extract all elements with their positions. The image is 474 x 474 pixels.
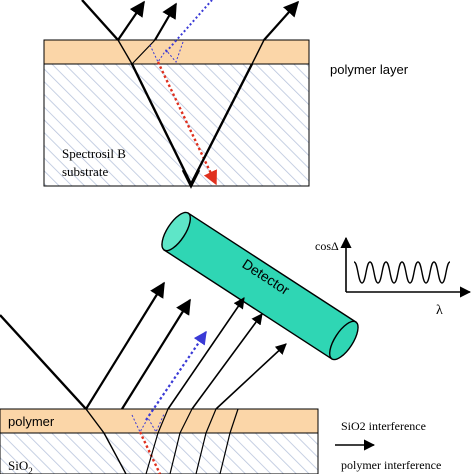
bottom-ray-2 xyxy=(121,298,191,410)
bottom-substrate-ray-h xyxy=(195,432,207,474)
top-substrate xyxy=(43,63,310,187)
bottom-substrate-ray-j xyxy=(229,408,239,434)
top-dotted-blue-zigzag xyxy=(149,41,184,64)
bottom-substrate-ray-i xyxy=(219,432,231,474)
bottom-panel: Detector polymer SiO2 xyxy=(0,211,359,474)
inset-plot: cosΔ λ xyxy=(315,236,472,318)
top-polymer-layer-label: polymer layer xyxy=(330,62,409,77)
bottom-ray-3 xyxy=(167,297,245,410)
top-bottom-arrowhead xyxy=(181,169,201,189)
top-reflected-ray-3 xyxy=(154,2,177,41)
top-incident-ray-2 xyxy=(117,39,133,65)
top-substrate-ray-exit xyxy=(251,39,265,65)
bottom-incident-ray xyxy=(0,314,87,410)
top-exit-ray xyxy=(263,0,300,41)
inset-y-label: cosΔ xyxy=(315,239,339,253)
top-substrate-label-line1: Spectrosil B xyxy=(62,146,126,161)
bottom-substrate xyxy=(0,432,319,474)
bottom-ray-5 xyxy=(215,343,287,410)
bottom-substrate-ray-a xyxy=(85,408,105,434)
top-substrate-ray-down xyxy=(130,63,193,185)
top-incident-ray-1 xyxy=(81,0,119,41)
inset-x-label: λ xyxy=(436,303,443,318)
top-panel: polymer layer Spectrosil B substrate xyxy=(43,0,409,189)
legend: SiO2 interference polymer interference xyxy=(335,419,441,472)
top-reflected-ray-1 xyxy=(117,0,145,41)
top-substrate-ray-up xyxy=(189,63,254,185)
bottom-polymer-label: polymer xyxy=(8,414,55,429)
top-polymer-layer xyxy=(43,39,310,65)
bottom-dotted-blue-zigzag xyxy=(131,413,165,434)
bottom-ray-1 xyxy=(85,281,165,410)
inset-oscillation-curve xyxy=(353,261,451,284)
bottom-polymer-layer xyxy=(0,408,319,434)
bottom-substrate-ray-b xyxy=(103,432,127,474)
detector: Detector xyxy=(161,211,359,361)
bottom-substrate-label-sub: 2 xyxy=(28,466,33,474)
top-reflected-ray-2 xyxy=(131,39,156,65)
bottom-substrate-label: SiO2 xyxy=(8,458,33,474)
bottom-substrate-ray-d xyxy=(179,408,193,434)
bottom-substrate-ray-e xyxy=(205,408,217,434)
top-substrate-label-line2: substrate xyxy=(62,164,108,179)
legend-item-polymer: polymer interference xyxy=(341,458,441,472)
bottom-substrate-ray-f xyxy=(145,432,159,474)
legend-item-sio2: SiO2 interference xyxy=(341,419,426,433)
bottom-substrate-ray-g xyxy=(169,432,181,474)
bottom-ray-4 xyxy=(191,313,263,410)
bottom-substrate-ray-c xyxy=(157,408,169,434)
bottom-dotted-blue-ray xyxy=(145,330,207,421)
